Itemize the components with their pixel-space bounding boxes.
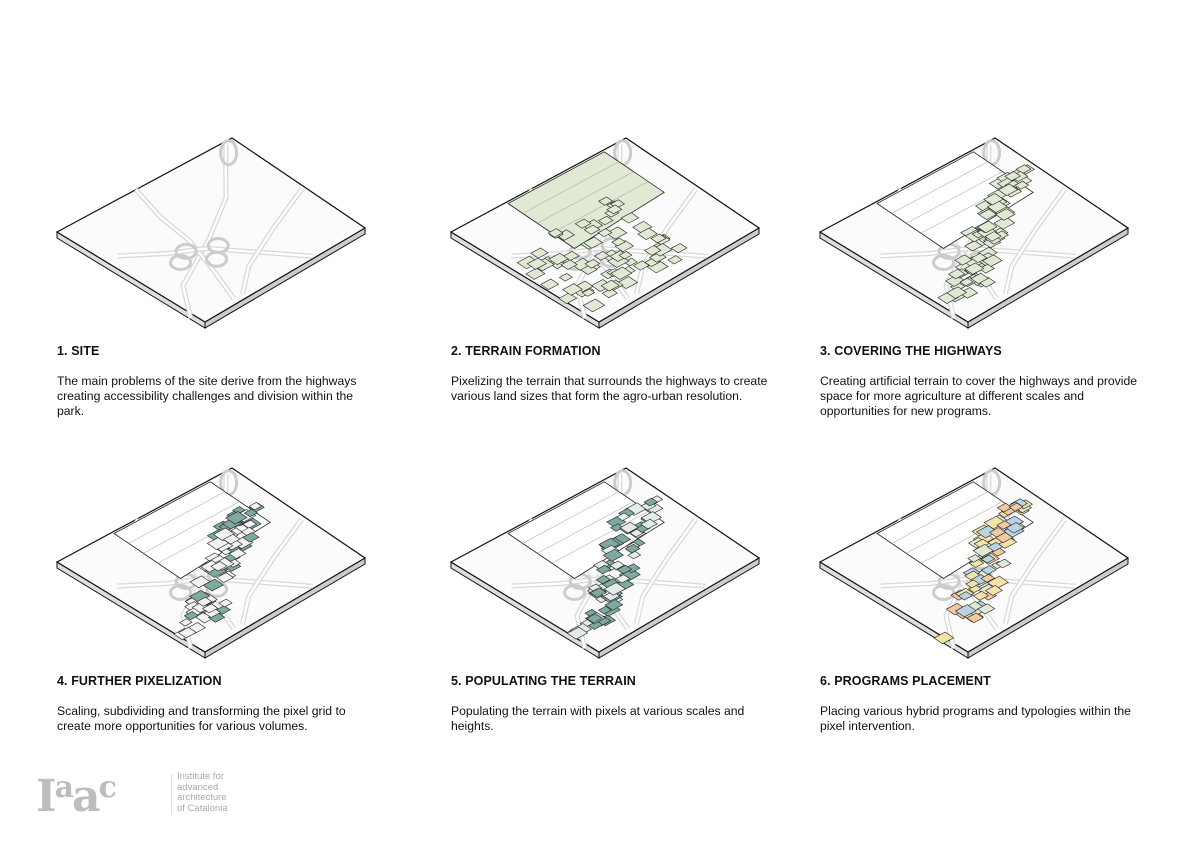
logo-mark: Iaac (36, 770, 117, 822)
step-description: Creating artificial terrain to cover the… (820, 374, 1138, 418)
axonometric-site-model (818, 467, 1130, 659)
step-description: Pixelizing the terrain that surrounds th… (451, 374, 768, 403)
step-title: 1. SITE (57, 344, 100, 358)
step-title: 6. PROGRAMS PLACEMENT (820, 674, 991, 688)
step-description: Populating the terrain with pixels at va… (451, 704, 745, 733)
highways (117, 139, 313, 319)
pixel-cells (173, 502, 265, 641)
step-title: 4. FURTHER PIXELIZATION (57, 674, 222, 688)
axonometric-site-model (449, 467, 761, 659)
step-title: 2. TERRAIN FORMATION (451, 344, 601, 358)
step-description: Placing various hybrid programs and typo… (820, 704, 1131, 733)
pixel-cells (566, 495, 664, 640)
axonometric-site-model (55, 137, 367, 329)
step-description: Scaling, subdividing and transforming th… (57, 704, 346, 733)
pixel-cells (933, 498, 1033, 645)
logo-line: of Catalonia (177, 802, 228, 814)
axonometric-site-model (449, 137, 761, 329)
terrain-block (507, 151, 665, 249)
logo-text: Institute for advanced architecture of C… (177, 771, 267, 814)
logo-divider (171, 774, 172, 814)
logo-line: Institute for (177, 771, 224, 782)
axonometric-site-model (818, 137, 1130, 329)
step-description: The main problems of the site derive fro… (57, 374, 357, 418)
logo-line: advanced (177, 781, 219, 793)
axonometric-site-model (55, 467, 367, 659)
pixel-cells (516, 196, 688, 313)
step-title: 3. COVERING THE HIGHWAYS (820, 344, 1002, 358)
step-title: 5. POPULATING THE TERRAIN (451, 674, 636, 688)
pixel-cells (937, 164, 1035, 304)
logo-line: architecture (177, 792, 227, 803)
